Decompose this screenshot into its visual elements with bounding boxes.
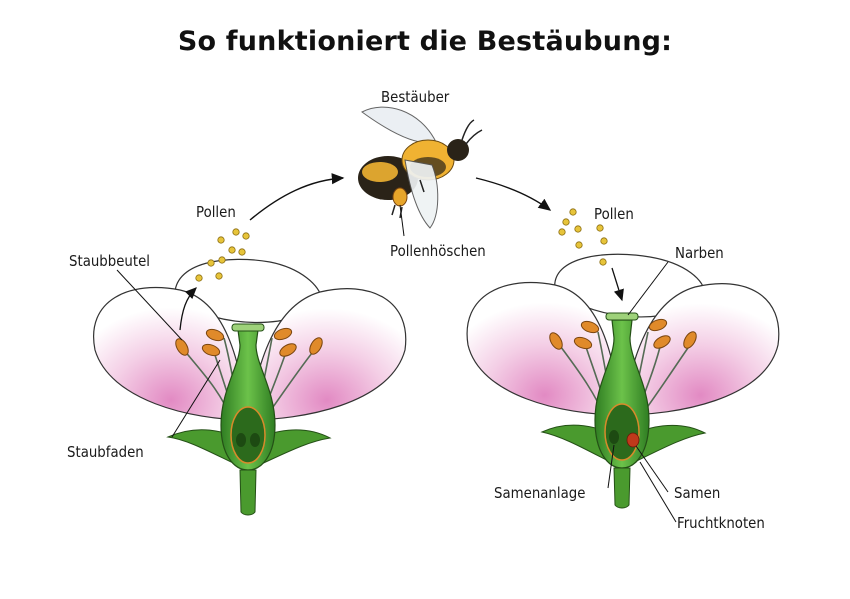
right-ovule [609, 430, 619, 444]
label-filament: Staubfaden [67, 443, 144, 461]
label-stigma: Narben [675, 244, 724, 262]
pollen-grains-left [195, 228, 250, 282]
right-ovary [604, 403, 640, 461]
right-anthers [549, 318, 697, 350]
bee-wing-back [361, 106, 437, 144]
bee-illustration [358, 106, 483, 229]
bee-wing-front [404, 159, 439, 229]
page-title: So funktioniert die Bestäubung: [177, 26, 673, 57]
left-petal-back [174, 258, 323, 324]
left-stigma [231, 323, 265, 332]
right-petal-right [621, 283, 780, 416]
label-seed: Samen [674, 484, 721, 502]
label-ovule: Samenanlage [494, 484, 586, 502]
bee-head [447, 139, 469, 161]
label-pollen-right: Pollen [594, 205, 634, 223]
right-stigma [605, 312, 639, 321]
arrow-anther-to-pollen [179, 287, 197, 331]
right-flower [466, 253, 780, 509]
leader-lines [116, 204, 677, 523]
left-flower [93, 258, 407, 516]
right-petal-left [466, 281, 623, 416]
pollen-grains-right [558, 208, 608, 266]
pollen-basket [392, 187, 408, 207]
right-stem [613, 467, 631, 509]
label-pollen-left: Pollen [196, 203, 236, 221]
label-pollinator: Bestäuber [381, 88, 450, 106]
arrow-bee-to-flower [475, 177, 552, 211]
label-pollen-baskets: Pollenhöschen [390, 242, 486, 260]
arrow-pollen-to-stigma [611, 267, 624, 302]
right-seed [626, 432, 640, 448]
left-stem [239, 469, 257, 516]
left-petal-left [93, 286, 249, 421]
left-anthers [175, 327, 323, 357]
label-ovary: Fruchtknoten [677, 514, 765, 532]
left-ovary [230, 406, 266, 464]
arrow-flower-to-bee [249, 173, 345, 221]
label-anther: Staubbeutel [69, 252, 151, 270]
